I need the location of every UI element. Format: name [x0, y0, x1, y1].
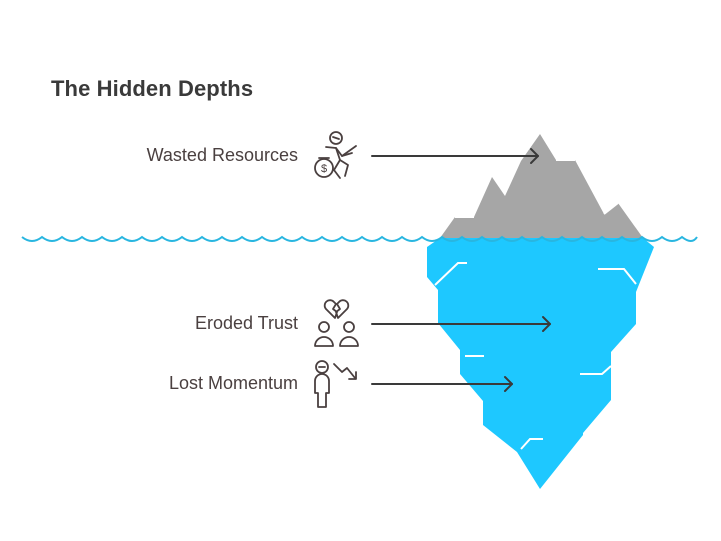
iceberg-tip: [440, 134, 643, 238]
svg-text:$: $: [321, 163, 327, 175]
water-line: [21, 235, 698, 242]
arrow-wasted-resources: [371, 148, 539, 164]
label-wasted-resources: Wasted Resources: [146, 145, 298, 165]
diagram-title: The Hidden Depths: [51, 76, 254, 101]
broken-heart-people-icon: [314, 299, 359, 347]
running-money-icon: $: [314, 131, 357, 179]
label-lost-momentum: Lost Momentum: [168, 373, 298, 393]
arrow-eroded-trust: [371, 316, 551, 332]
person-trend-down-icon: [314, 360, 357, 408]
arrow-lost-momentum: [371, 376, 513, 392]
iceberg-body: [427, 238, 654, 489]
label-eroded-trust: Eroded Trust: [194, 313, 298, 333]
iceberg-highlights: [434, 262, 637, 450]
